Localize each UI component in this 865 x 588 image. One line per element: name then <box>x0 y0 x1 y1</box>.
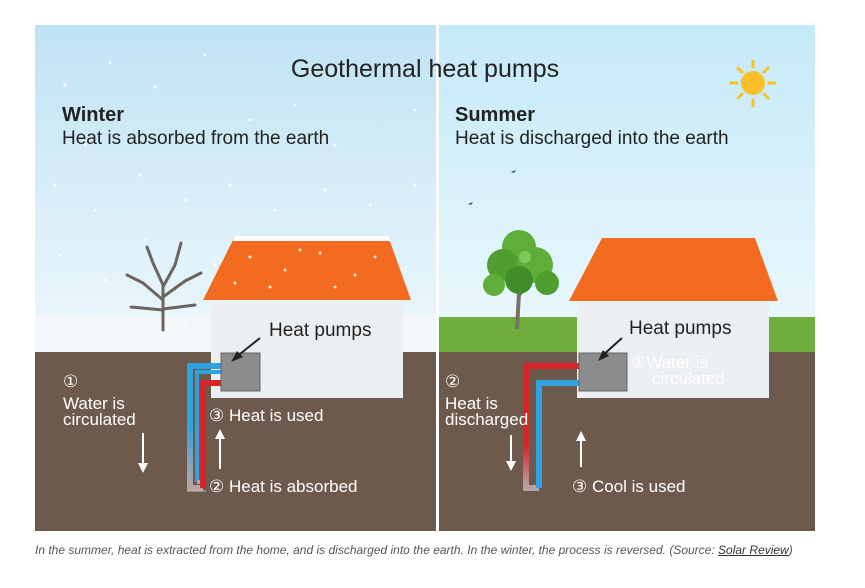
summer-subtitle: Heat is discharged into the earth <box>455 128 729 149</box>
summer-step1-line1: ①Water is <box>631 353 708 372</box>
winter-pointer-arrow <box>231 351 243 362</box>
summer-roof <box>569 238 778 301</box>
winter-heat-pumps-label: Heat pumps <box>269 320 371 341</box>
summer-step1-line2: circulated <box>652 369 725 388</box>
bird-icon <box>468 202 473 205</box>
winter-step1-line1: Water is <box>63 394 125 413</box>
geothermal-diagram: Winter Heat is absorbed from the earth H… <box>35 25 815 531</box>
summer-panel: Summer Heat is discharged into the earth… <box>439 25 815 531</box>
summer-house <box>569 238 778 398</box>
summer-heat-pump <box>578 352 628 392</box>
sun-icon <box>729 59 777 108</box>
winter-panel: Winter Heat is absorbed from the earth H… <box>35 25 437 531</box>
roof-snow <box>233 236 390 241</box>
summer-step3: ③ Cool is used <box>572 477 686 496</box>
winter-subtitle: Heat is absorbed from the earth <box>62 128 329 149</box>
winter-step1-line2: circulated <box>63 410 136 429</box>
winter-heat-pump <box>220 352 261 392</box>
winter-pipes <box>195 370 230 484</box>
winter-season: Winter <box>62 104 124 126</box>
summer-step2-num: ② <box>445 372 460 391</box>
summer-heat-pumps-label: Heat pumps <box>629 318 731 339</box>
winter-arrows <box>138 429 225 473</box>
summer-pointer-arrow <box>598 350 609 361</box>
winter-roof <box>203 236 411 300</box>
caption-text: In the summer, heat is extracted from th… <box>35 543 719 557</box>
summer-arrows <box>506 431 586 471</box>
caption-suffix: ) <box>788 543 793 557</box>
winter-house <box>203 236 411 398</box>
figure-title: Geothermal heat pumps <box>291 55 559 83</box>
panel-divider <box>436 25 439 531</box>
source-link[interactable]: Solar Review <box>718 543 789 557</box>
roof-snowflakes <box>233 248 377 289</box>
summer-step2-line2: discharged <box>445 410 528 429</box>
winter-step1-num: ① <box>63 372 78 391</box>
leafy-tree <box>483 230 559 330</box>
figure-caption: In the summer, heat is extracted from th… <box>35 540 815 561</box>
winter-step2: ② Heat is absorbed <box>209 477 357 496</box>
winter-step3: ③ Heat is used <box>209 406 323 425</box>
summer-season: Summer <box>455 104 535 126</box>
bare-tree <box>125 241 203 332</box>
geothermal-figure: Winter Heat is absorbed from the earth H… <box>35 25 815 531</box>
summer-step2-line1: Heat is <box>445 394 498 413</box>
bird-icon <box>511 170 516 173</box>
snowflakes <box>53 53 417 327</box>
